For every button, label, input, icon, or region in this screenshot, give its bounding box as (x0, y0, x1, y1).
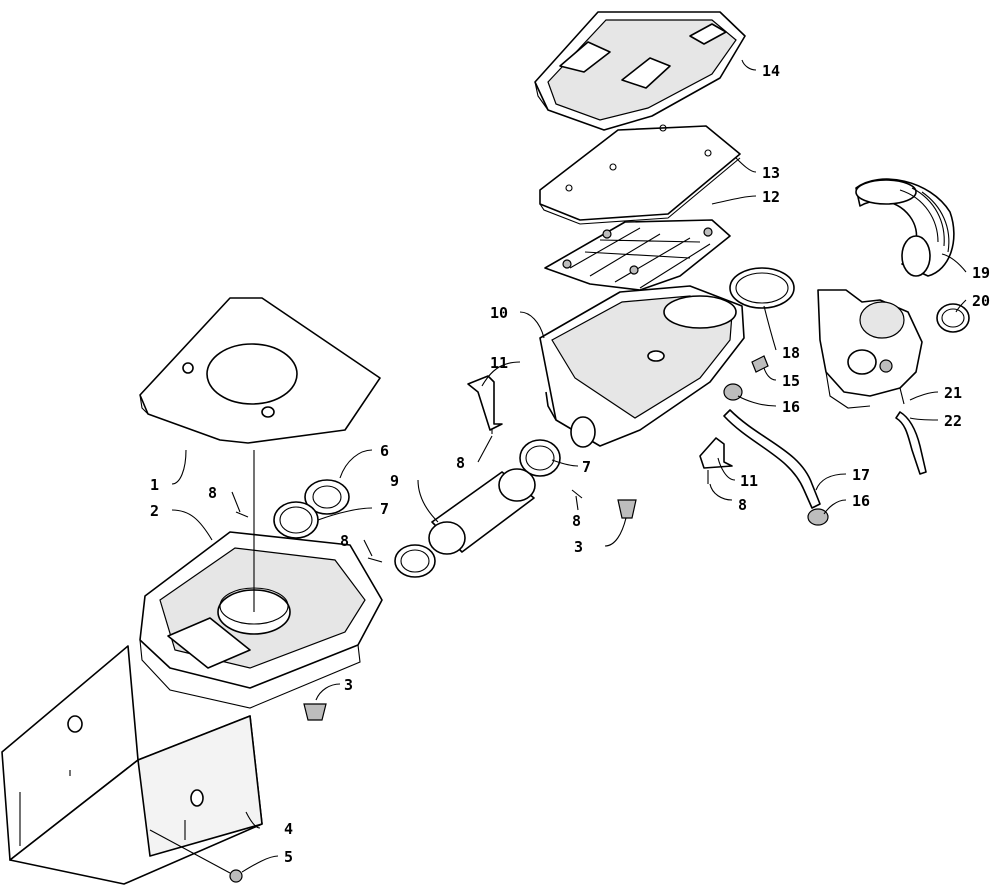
callout-16-b: 16 (852, 492, 870, 510)
callout-13: 13 (762, 164, 780, 182)
callout-11-a: 11 (490, 354, 508, 372)
leader-lines (171, 59, 967, 873)
heat-shield-part (1, 645, 263, 885)
callout-10: 10 (490, 304, 508, 322)
airbox-base-part (139, 450, 383, 709)
callout-16-a: 16 (782, 398, 800, 416)
callout-6: 6 (380, 442, 389, 460)
intake-boot-part (855, 178, 955, 277)
callout-7-right: 7 (582, 458, 591, 476)
screw-part-5 (149, 829, 243, 883)
clamp-part-7-left (273, 501, 319, 539)
callout-22: 22 (944, 412, 962, 430)
callout-14: 14 (762, 62, 780, 80)
clamp-part-7-mid (394, 544, 436, 578)
callout-7-left: 7 (380, 500, 389, 518)
carburetor-part (817, 289, 923, 409)
callout-5: 5 (284, 848, 293, 866)
callout-8-b: 8 (340, 532, 349, 550)
hose-clamp-part-16-bottom (807, 508, 829, 526)
filter-element-part (539, 124, 741, 225)
intake-tube-part-9 (428, 468, 536, 555)
callout-9: 9 (390, 472, 399, 490)
clamp-part-7-right (519, 439, 561, 477)
clip-part-15 (751, 355, 769, 373)
grommet-part-3-left (303, 703, 327, 721)
clamp-part-20 (936, 303, 970, 333)
callout-20: 20 (972, 292, 990, 310)
vent-hose-part-17 (723, 409, 821, 509)
callout-19: 19 (972, 264, 990, 282)
bracket-part-11-right (699, 437, 733, 469)
gasket-plate-part (139, 297, 381, 444)
callout-12: 12 (762, 188, 780, 206)
callout-4: 4 (284, 820, 293, 838)
callout-8-d: 8 (572, 512, 581, 530)
hose-clamp-part-16-top (723, 383, 743, 401)
callout-2: 2 (150, 502, 159, 520)
callout-18: 18 (782, 344, 800, 362)
callout-1: 1 (150, 476, 159, 494)
drain-hose-part (895, 411, 927, 475)
callout-3-left: 3 (344, 676, 353, 694)
callout-15: 15 (782, 372, 800, 390)
callout-8-c: 8 (456, 454, 465, 472)
clamp-part-18 (729, 267, 795, 309)
callout-8-a: 8 (208, 484, 217, 502)
airbox-lid-part (534, 11, 746, 131)
callout-17: 17 (852, 466, 870, 484)
filter-cage-part (544, 219, 731, 291)
bracket-part-11-left (467, 375, 503, 431)
callout-3-right: 3 (574, 538, 583, 556)
callout-21: 21 (944, 384, 962, 402)
airbox-housing-part (539, 285, 745, 448)
grommet-part-3-right (617, 499, 637, 519)
callout-labels: 1 2 3 3 4 5 6 7 7 8 8 8 8 8 9 10 11 11 1… (150, 62, 990, 866)
callout-8-e: 8 (738, 496, 747, 514)
coupler-part-6 (304, 479, 350, 515)
callout-11-b: 11 (740, 472, 758, 490)
